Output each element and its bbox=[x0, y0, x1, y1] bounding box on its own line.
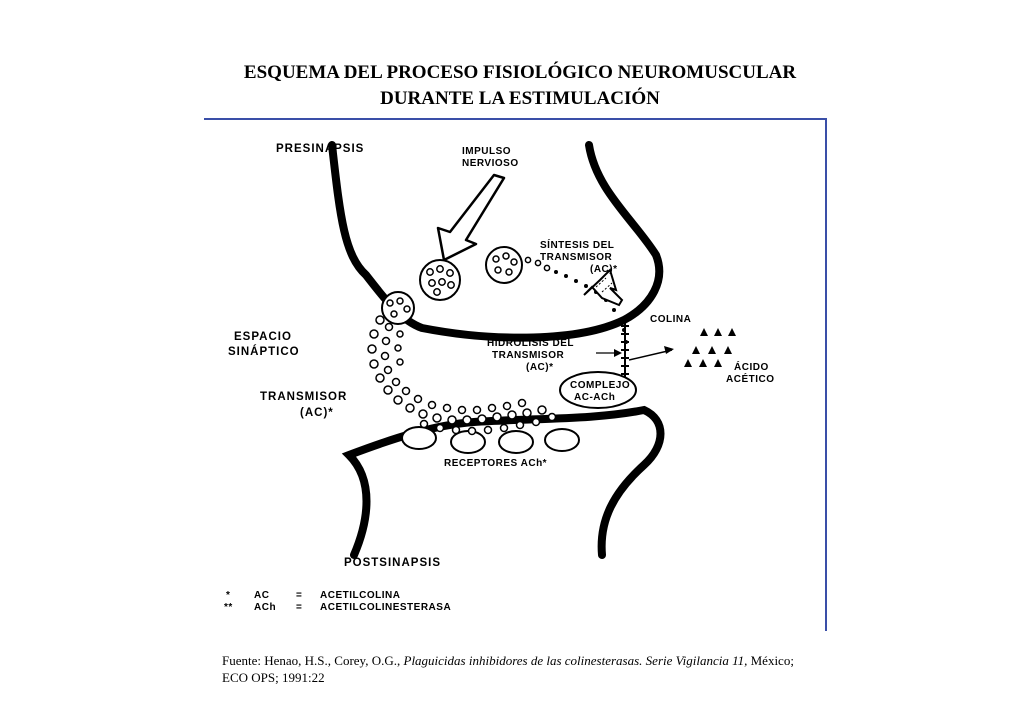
label-complejo-1: COMPLEJO bbox=[570, 380, 630, 391]
label-sintesis-3: (AC)* bbox=[590, 264, 618, 275]
receptor bbox=[498, 430, 534, 454]
impulse-arrow bbox=[436, 173, 506, 262]
label-colina: COLINA bbox=[650, 314, 691, 325]
receptor bbox=[450, 430, 486, 454]
source-citation: Fuente: Henao, H.S., Corey, O.G., Plagui… bbox=[222, 652, 822, 686]
choline-acetate-marks bbox=[684, 328, 736, 367]
page-title: ESQUEMA DEL PROCESO FISIOLÓGICO NEUROMUS… bbox=[180, 60, 860, 112]
title-line-2: DURANTE LA ESTIMULACIÓN bbox=[380, 88, 660, 109]
label-impulso-2: NERVIOSO bbox=[462, 158, 519, 169]
postsynaptic-membrane bbox=[341, 405, 665, 559]
legend-eq-1: = bbox=[296, 590, 302, 601]
presynaptic-membrane bbox=[328, 141, 664, 342]
label-sintesis-2: TRANSMISOR bbox=[540, 252, 613, 263]
label-hidrolisis-3: (AC)* bbox=[526, 362, 554, 373]
label-espacio-1: ESPACIO bbox=[234, 331, 292, 343]
legend: * AC = ACETILCOLINA ** ACh = ACETILCOLIN… bbox=[224, 590, 451, 613]
hydrolysis-line bbox=[621, 320, 629, 382]
diagram-frame: PRESINAPSIS IMPULSO NERVIOSO SÍNTESIS DE… bbox=[204, 118, 827, 631]
legend-mark-2: ** bbox=[224, 602, 233, 613]
vesicle-right bbox=[485, 246, 551, 284]
fusing-vesicle bbox=[381, 291, 415, 325]
transmitter-stream bbox=[367, 315, 557, 436]
label-receptores: RECEPTORES ACh* bbox=[444, 458, 547, 469]
label-transmisor-1: TRANSMISOR bbox=[260, 391, 347, 403]
source-suffix: México; ECO OPS; 1991:22 bbox=[222, 653, 794, 685]
source-title: Plaguicidas inhibidores de las colineste… bbox=[403, 653, 748, 668]
label-transmisor-2: (AC)* bbox=[300, 407, 334, 419]
legend-eq-2: = bbox=[296, 602, 302, 613]
label-hidrolisis-1: HIDRÓLISIS DEL bbox=[487, 336, 574, 349]
label-espacio-2: SINÁPTICO bbox=[228, 345, 300, 358]
receptors bbox=[401, 426, 580, 454]
recycle-arrow bbox=[583, 268, 624, 307]
legend-full-2: ACETILCOLINESTERASA bbox=[320, 602, 451, 613]
label-acido-2: ACÉTICO bbox=[726, 372, 775, 385]
label-hidrolisis-2: TRANSMISOR bbox=[492, 350, 565, 361]
label-complejo-2: AC-ACh bbox=[574, 392, 615, 403]
legend-abbr-1: AC bbox=[254, 590, 269, 601]
receptor bbox=[401, 426, 437, 450]
vesicle-left bbox=[419, 259, 461, 301]
complejo-oval bbox=[559, 371, 637, 409]
neuromuscular-diagram: PRESINAPSIS IMPULSO NERVIOSO SÍNTESIS DE… bbox=[224, 141, 775, 613]
label-impulso-1: IMPULSO bbox=[462, 146, 511, 157]
title-line-1: ESQUEMA DEL PROCESO FISIOLÓGICO NEUROMUS… bbox=[243, 62, 797, 83]
products-arrow bbox=[628, 349, 673, 361]
legend-full-1: ACETILCOLINA bbox=[320, 590, 400, 601]
label-acido-1: ÁCIDO bbox=[734, 360, 769, 373]
source-prefix: Fuente: Henao, H.S., Corey, O.G., bbox=[222, 653, 404, 668]
label-sintesis-1: SÍNTESIS DEL bbox=[540, 238, 614, 251]
receptor bbox=[544, 428, 580, 452]
legend-mark-1: * bbox=[226, 590, 230, 601]
label-presinapsis: PRESINAPSIS bbox=[276, 143, 364, 155]
label-postsinapsis: POSTSINAPSIS bbox=[344, 557, 441, 569]
legend-abbr-2: ACh bbox=[254, 602, 276, 613]
